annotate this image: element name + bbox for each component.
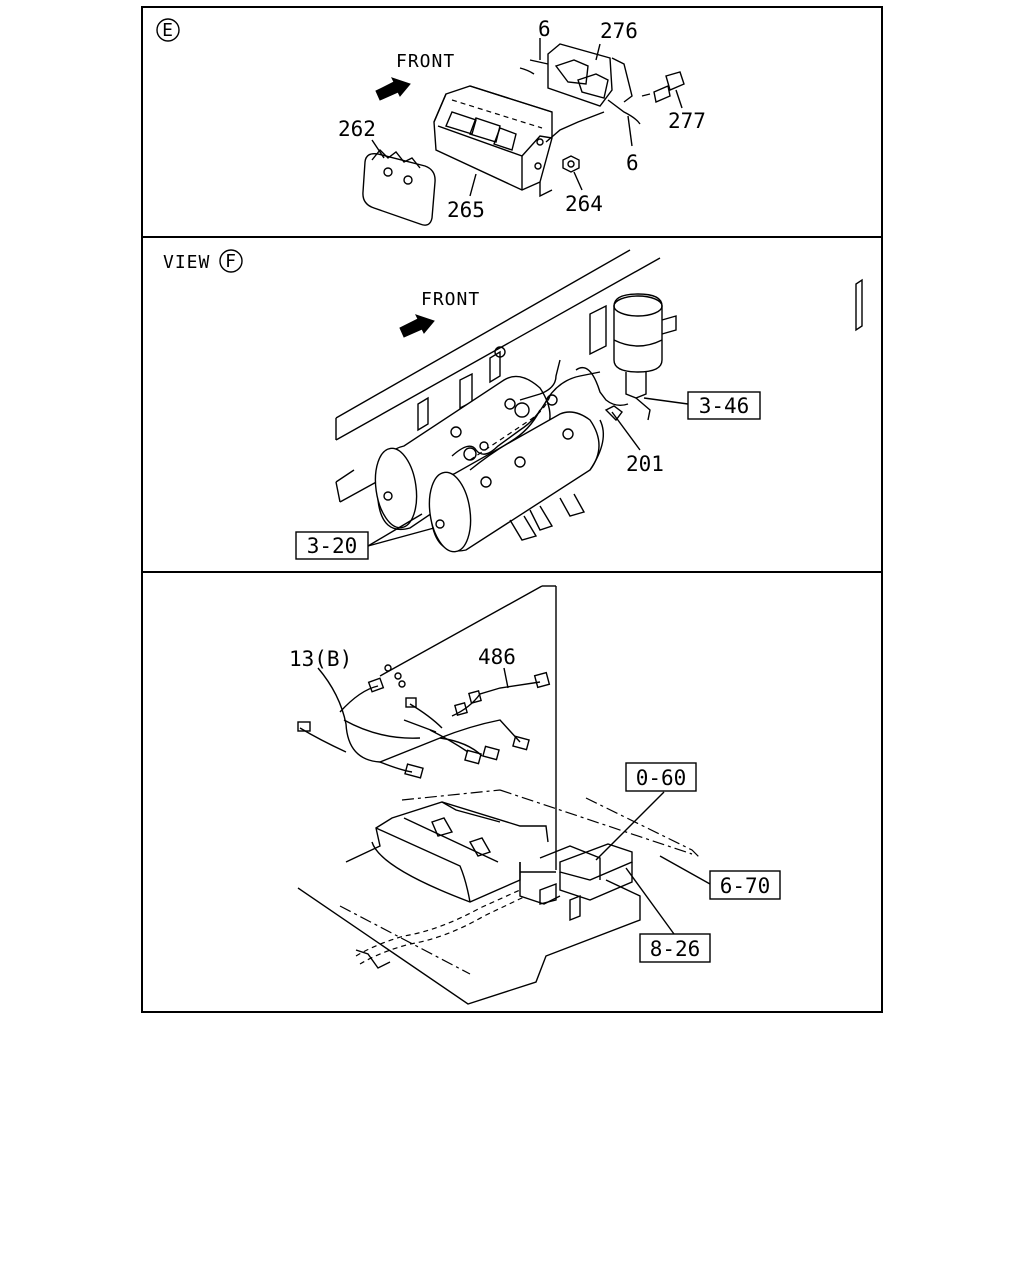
ref-8-26-box: [639, 933, 711, 963]
cab-floor-drawing: [297, 789, 701, 1005]
part-13b: 13(B): [289, 647, 352, 671]
ref-3-20: 3-20: [307, 534, 358, 558]
front-arrow-f: [399, 314, 435, 338]
part-262: 262: [338, 117, 376, 141]
part-277: 277: [668, 109, 706, 133]
air-dryer-drawing: [604, 293, 677, 422]
relay-bracket-drawing: [519, 43, 641, 143]
ref-6-70-box: [709, 870, 781, 900]
marker-e: E: [162, 20, 174, 41]
part-201: 201: [626, 452, 664, 476]
ref-3-46-box: [687, 391, 761, 420]
ref-6-70: 6-70: [720, 874, 771, 898]
ref-3-20-box: [295, 531, 369, 560]
front-label-f: FRONT: [421, 289, 480, 310]
part-6-bottom: 6: [626, 151, 639, 175]
piping-drawing: [451, 359, 629, 471]
view-label: VIEW: [163, 252, 210, 273]
part-264: 264: [565, 192, 603, 216]
marker-f: F: [225, 251, 237, 272]
ref-3-46: 3-46: [699, 394, 750, 418]
marker-e-circle: [156, 18, 180, 42]
marker-f-circle: [219, 249, 243, 273]
nut-drawing: [562, 155, 580, 173]
ref-8-26: 8-26: [650, 937, 701, 961]
panel-g: 13(B) 486 0-60: [289, 585, 781, 1005]
frame-rail-drawing: [335, 249, 863, 503]
part-6-top: 6: [538, 17, 551, 41]
bolt-drawing: [641, 71, 685, 103]
wire-harness-drawing: [297, 664, 551, 779]
ref-0-60: 0-60: [636, 766, 687, 790]
part-486: 486: [478, 645, 516, 669]
part-276: 276: [600, 19, 638, 43]
connector-cover-drawing: [362, 148, 436, 226]
part-265: 265: [447, 198, 485, 222]
connector-body-drawing: [433, 85, 553, 198]
panel-e: E FRONT 262 265 2: [156, 17, 706, 226]
ref-0-60-box: [625, 762, 697, 792]
front-label-e: FRONT: [396, 51, 455, 72]
front-arrow-e: [375, 77, 411, 101]
panel-f: VIEW F FRONT: [163, 249, 863, 560]
diagram-frame: [141, 6, 883, 1013]
